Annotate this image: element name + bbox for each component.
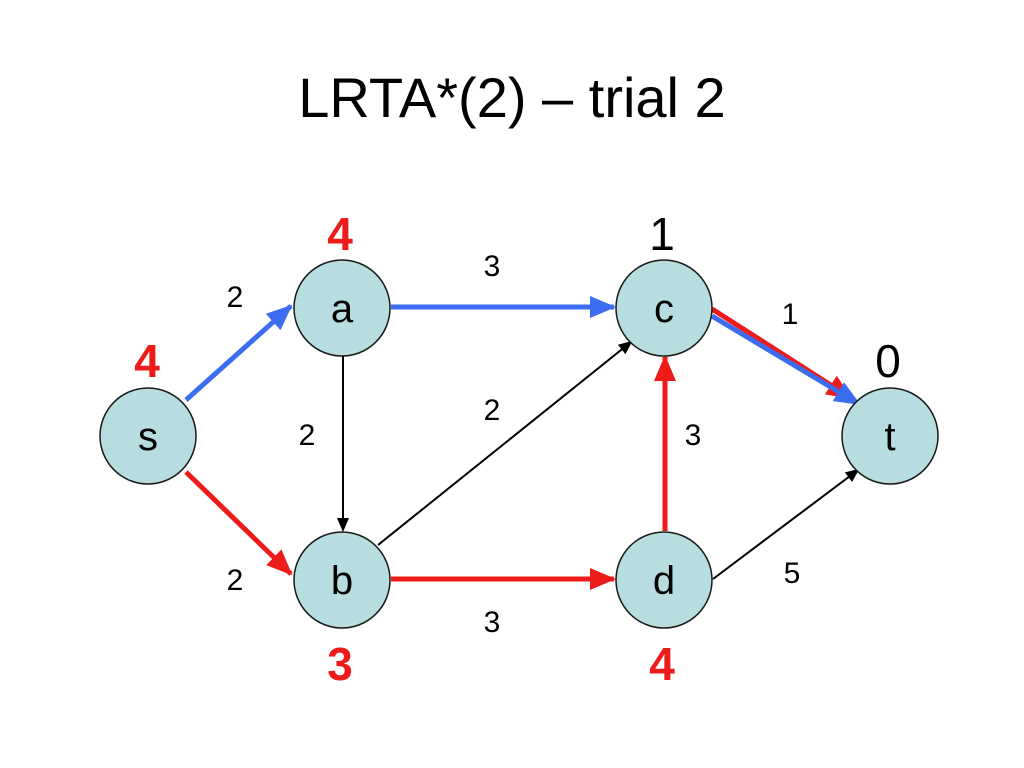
edge-s-b (184, 470, 293, 576)
weight-s-a: 2 (227, 281, 244, 314)
h-value-s: 4 (134, 335, 160, 387)
heuristic-values: 4 4 3 1 4 0 (134, 208, 901, 690)
edge-weights: 2 2 3 2 2 3 3 1 5 (227, 250, 801, 639)
weight-d-c: 3 (685, 419, 702, 452)
node-s: s (99, 387, 197, 485)
weight-d-t: 5 (784, 557, 801, 590)
weight-b-d: 3 (484, 606, 501, 639)
node-d-label: d (653, 559, 675, 603)
h-value-a: 4 (327, 208, 353, 260)
edges (184, 296, 861, 590)
h-value-d: 4 (649, 638, 675, 690)
node-a-label: a (331, 287, 354, 331)
nodes: s a b c d t (99, 259, 939, 629)
node-t-label: t (884, 415, 895, 459)
weight-a-c: 3 (484, 250, 501, 283)
node-b-label: b (331, 559, 353, 603)
weight-s-b: 2 (227, 564, 244, 597)
weight-c-t: 1 (782, 298, 799, 331)
weight-a-b: 2 (299, 419, 316, 452)
h-value-c: 1 (649, 208, 675, 260)
edge-b-c (377, 340, 633, 546)
node-d: d (615, 531, 713, 629)
edge-d-t (712, 468, 860, 580)
node-a: a (293, 259, 391, 357)
h-value-b: 3 (327, 638, 353, 690)
slide-title: LRTA*(2) – trial 2 (298, 66, 726, 129)
node-c-label: c (654, 287, 674, 331)
node-t: t (841, 387, 939, 485)
node-b: b (293, 531, 391, 629)
node-c: c (615, 259, 713, 357)
weight-b-c: 2 (484, 394, 501, 427)
edge-s-a (184, 304, 293, 402)
node-s-label: s (138, 415, 158, 459)
h-value-t: 0 (875, 335, 901, 387)
edge-c-t-blue (710, 313, 861, 407)
